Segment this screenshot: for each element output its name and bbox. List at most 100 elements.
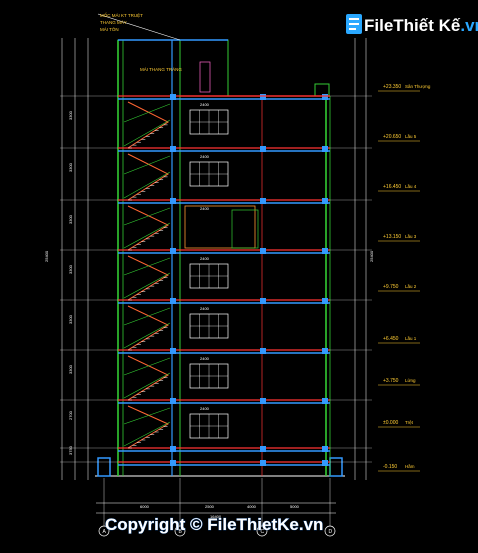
level-elevation: +13.150: [383, 234, 401, 240]
level-name: Sân Thượng: [405, 84, 431, 89]
stair-rail: [123, 357, 171, 376]
floor-dim-text: 3300: [68, 110, 73, 120]
stair-rail: [123, 322, 171, 349]
beam-node: [260, 248, 266, 254]
right-overall-dim: 25400: [369, 250, 374, 262]
roof-note: MÁI THANG TRÁNG: [140, 66, 182, 72]
beam-node: [260, 198, 266, 204]
level-elevation: +3.750: [383, 378, 399, 384]
grid-label-a: A: [103, 529, 107, 535]
window-dim-text: 2400: [200, 406, 210, 411]
floor-dim-text: 3300: [68, 162, 73, 172]
window-dim-text: 2400: [200, 256, 210, 261]
level-name: Hầm: [405, 464, 415, 469]
beam-node: [170, 398, 176, 404]
beam-node: [322, 146, 328, 152]
grid-label-d: D: [329, 529, 333, 535]
stair-rail: [123, 272, 171, 299]
beam-node: [170, 460, 176, 466]
building-structure: [95, 39, 345, 477]
grid-label-b: B: [179, 529, 183, 535]
beam-node: [260, 446, 266, 452]
beam-node: [322, 460, 328, 466]
stair-rail: [123, 257, 171, 276]
stair-rail: [123, 171, 171, 199]
window-dim-text: 2400: [200, 306, 210, 311]
beam-node: [322, 446, 328, 452]
beam-node: [170, 94, 176, 100]
beam-node: [260, 146, 266, 152]
stair-rail: [123, 407, 171, 425]
beam-node: [322, 398, 328, 404]
beam-node: [260, 348, 266, 354]
floor-dim-text: 3300: [68, 314, 73, 324]
level-elevation: +20.650: [383, 134, 401, 140]
level-elevation: -0.150: [383, 464, 397, 470]
grid-label-c: C: [261, 529, 265, 535]
bottom-dim-4: 5000: [290, 504, 300, 509]
grid-bubble-b: [174, 525, 186, 537]
staircase: [123, 101, 171, 449]
stair-rail: [123, 421, 171, 447]
stair-rail: [123, 207, 171, 226]
window-dim-text: 2400: [200, 356, 210, 361]
level-name: Lửng: [405, 377, 416, 383]
balcony-door-panel: [231, 209, 259, 249]
beam-node: [260, 298, 266, 304]
beam-node: [170, 348, 176, 354]
overall-dim: 16400: [210, 514, 222, 519]
top-note-line3: MÁI TÔN: [100, 26, 119, 32]
copyright-watermark: Copyright © FileThietKe.vn: [105, 515, 323, 534]
logo-text: FileThiết Kế.vn: [364, 16, 478, 35]
top-note-line2: THANG MÁY: [100, 19, 127, 25]
beam-node: [322, 348, 328, 354]
level-name: Lầu 1: [405, 336, 417, 341]
window-dim-text: 2400: [200, 206, 210, 211]
top-note: MỐC MÁI KT TRUỆT THANG MÁY MÁI TÔN MÁI T…: [97, 11, 182, 72]
grid-bubble-a: [98, 525, 110, 537]
window-dim-text: 2400: [200, 154, 210, 159]
floor-dim-text: 3300: [68, 214, 73, 224]
beam-node: [322, 298, 328, 304]
grid-bubble-d: [324, 525, 336, 537]
beam-node: [170, 248, 176, 254]
beam-node: [170, 198, 176, 204]
grid-axis-labels: A B C D: [98, 525, 336, 537]
basement-wall-left: [97, 457, 111, 477]
level-elevation: ±0.000: [383, 420, 398, 426]
windows-group: [184, 109, 259, 439]
grid-bubble-c: [256, 525, 268, 537]
stair-rail: [123, 119, 171, 147]
window-dim-text: 2400: [200, 102, 210, 107]
beam-node: [260, 398, 266, 404]
stair-rail: [123, 222, 171, 249]
level-name: Lầu 4: [405, 184, 417, 189]
beam-node: [260, 94, 266, 100]
floor-dim-text: 3750: [68, 445, 73, 455]
floor-dim-text: 3300: [68, 364, 73, 374]
beam-node: [260, 460, 266, 466]
top-note-line1: MỐC MÁI KT TRUỆT: [100, 11, 143, 18]
floor-dim-text: 2700: [68, 410, 73, 420]
dimension-lines: 3300330033003300330033002700375024002400…: [60, 38, 372, 526]
level-name: Lầu 2: [405, 284, 417, 289]
level-elevation: +9.750: [383, 284, 399, 290]
beam-node: [170, 446, 176, 452]
bottom-dim-2: 2500: [205, 504, 215, 509]
bottom-dimensions: 6000 2500 4000 5000 16400: [140, 504, 300, 519]
beam-node: [322, 94, 328, 100]
roof-door: [199, 61, 211, 93]
level-name: Trệt: [405, 420, 414, 425]
level-elevation: +16.450: [383, 184, 401, 190]
stair-rail: [123, 372, 171, 399]
left-overall-dim: 25400: [44, 250, 49, 262]
stair-rail: [123, 307, 171, 326]
level-elevation: +23.350: [383, 84, 401, 90]
bottom-dim-3: 4000: [247, 504, 257, 509]
stair-rail: [123, 155, 171, 175]
beam-node: [170, 298, 176, 304]
balcony-door: [184, 205, 256, 249]
bottom-dim-1: 6000: [140, 504, 150, 509]
